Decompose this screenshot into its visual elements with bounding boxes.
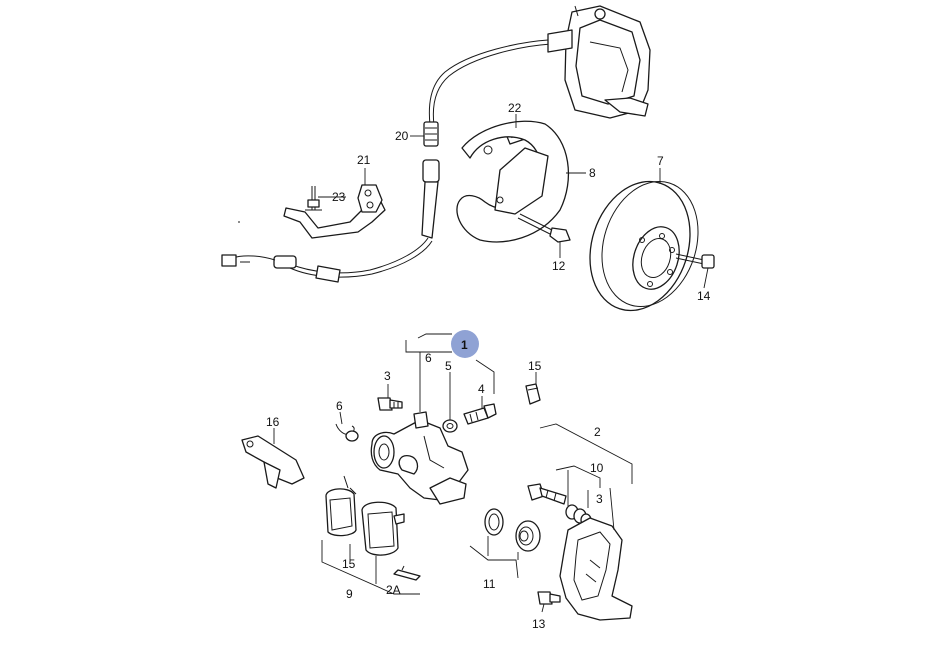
callout-15[interactable]: 15: [528, 359, 542, 373]
brake-cable[interactable]: [221, 39, 552, 283]
brake-pad-inner[interactable]: [325, 475, 357, 537]
callout-22[interactable]: 22: [508, 101, 522, 115]
callout-2a[interactable]: 2A: [386, 583, 401, 597]
plate-bolt[interactable]: [517, 213, 571, 243]
callout-6[interactable]: 6: [425, 351, 432, 365]
callout-15-pads[interactable]: 15: [342, 557, 356, 571]
guide-bolt[interactable]: [377, 397, 403, 411]
bracket-bolt[interactable]: [305, 186, 322, 211]
brake-pad-outer[interactable]: [361, 501, 405, 556]
anti-rattle-spring[interactable]: [335, 423, 359, 442]
callout-16[interactable]: 16: [266, 415, 280, 429]
callout-1[interactable]: 1: [461, 338, 468, 352]
callout-3[interactable]: 3: [384, 369, 391, 383]
callout-5[interactable]: 5: [445, 359, 452, 373]
carrier-bolt[interactable]: [537, 591, 561, 605]
callout-11[interactable]: 11: [483, 577, 496, 591]
callout-labels: 20 21 22 23 8 7 12 14 1 6 5 4 3 15 6 16 …: [266, 101, 711, 631]
callout-13[interactable]: 13: [532, 617, 546, 631]
guide-bolt-lower[interactable]: [527, 483, 567, 505]
callout-10[interactable]: 10: [590, 461, 604, 475]
pad-wear-bracket[interactable]: [241, 435, 305, 489]
brake-disc[interactable]: [574, 168, 714, 323]
callout-14[interactable]: 14: [697, 289, 711, 303]
highlight-marker[interactable]: [451, 330, 479, 358]
dust-cap[interactable]: [525, 383, 541, 405]
callout-21[interactable]: 21: [357, 153, 371, 167]
bleed-cap[interactable]: [442, 419, 458, 433]
upper-caliper[interactable]: [547, 5, 651, 119]
callout-20[interactable]: 20: [395, 129, 409, 143]
callout-4[interactable]: 4: [478, 382, 485, 396]
callout-9[interactable]: 9: [346, 587, 353, 601]
callout-8[interactable]: 8: [589, 166, 596, 180]
callout-7[interactable]: 7: [657, 154, 664, 168]
caliper-housing[interactable]: [370, 411, 469, 505]
callout-6-spring[interactable]: 6: [336, 399, 343, 413]
callout-3-lower[interactable]: 3: [596, 492, 603, 506]
piston-seal-kit[interactable]: [484, 508, 541, 552]
cable-bracket[interactable]: [283, 184, 386, 239]
callout-23[interactable]: 23: [332, 190, 346, 204]
bleed-screw[interactable]: [463, 403, 497, 425]
leader-lines: [273, 114, 709, 613]
caliper-carrier[interactable]: [559, 517, 633, 621]
pad-shim[interactable]: [393, 565, 421, 581]
splash-plate[interactable]: [456, 120, 570, 243]
callout-12[interactable]: 12: [552, 259, 566, 273]
callout-2[interactable]: 2: [594, 425, 601, 439]
